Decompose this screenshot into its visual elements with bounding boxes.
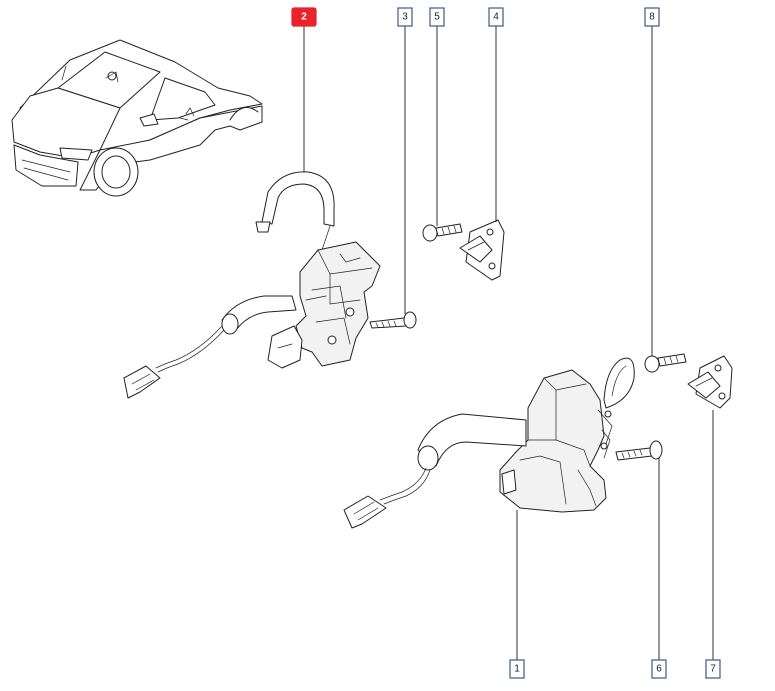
part-5-screw: [422, 223, 463, 242]
leader-lines: [303, 26, 714, 660]
callout-8-label: 8: [649, 12, 655, 23]
callout-5-label: 5: [434, 12, 440, 23]
callout-1-label: 1: [514, 664, 520, 675]
callout-6[interactable]: 6: [651, 659, 667, 679]
part-8-screw: [644, 353, 687, 373]
part-2-door-lock-assembly: [123, 171, 381, 399]
callout-3[interactable]: 3: [397, 7, 413, 27]
part-3-screw: [369, 311, 417, 329]
callout-7[interactable]: 7: [705, 659, 721, 679]
part-1-door-lock-assembly: [343, 357, 635, 529]
car-thumbnail: [11, 39, 263, 197]
callout-6-label: 6: [656, 664, 662, 675]
part-7-striker: [687, 355, 733, 409]
callout-8[interactable]: 8: [644, 7, 660, 27]
callout-2[interactable]: 2: [291, 7, 317, 27]
part-6-screw: [615, 440, 663, 461]
callout-5[interactable]: 5: [429, 7, 445, 27]
callout-4[interactable]: 4: [488, 7, 504, 27]
callout-7-label: 7: [710, 664, 716, 675]
part-4-striker: [459, 219, 505, 281]
callout-1[interactable]: 1: [509, 659, 525, 679]
callout-3-label: 3: [402, 12, 408, 23]
callout-4-label: 4: [493, 12, 499, 23]
callout-2-label: 2: [301, 12, 307, 23]
